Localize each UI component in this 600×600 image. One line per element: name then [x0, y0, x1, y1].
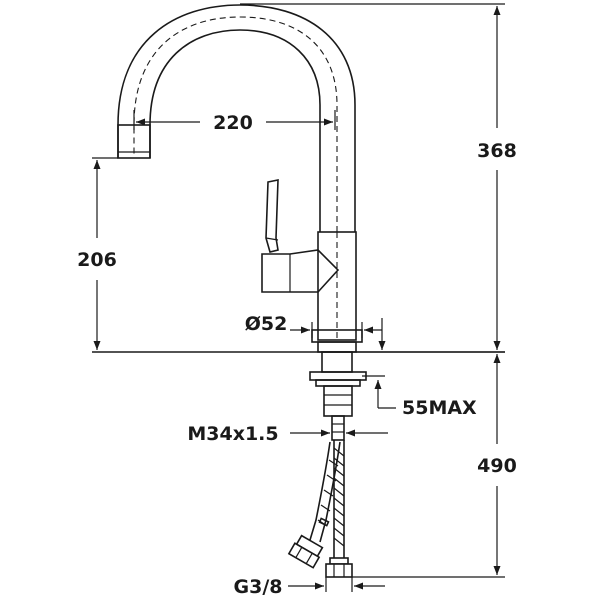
- dimension-hose-connection: G3/8: [234, 576, 385, 598]
- dimension-max-thickness: 55MAX: [362, 318, 477, 419]
- max-thickness-label: 55MAX: [402, 397, 477, 419]
- dimension-total-height: 368: [240, 3, 517, 350]
- hose-length-label: 490: [477, 455, 517, 477]
- faucet-outline: [117, 4, 363, 353]
- dimension-base-diameter: Ø52: [245, 313, 382, 338]
- fixing-assembly: [309, 351, 367, 441]
- spout-reach-label: 220: [213, 112, 253, 134]
- dimension-spout-reach: 220: [133, 110, 336, 134]
- spout-height-label: 206: [77, 249, 117, 271]
- base-diameter-label: Ø52: [245, 313, 288, 335]
- dimension-spout-height: 206: [77, 157, 118, 350]
- hose-connection-label: G3/8: [234, 576, 283, 598]
- dimension-thread: M34x1.5: [187, 423, 388, 445]
- total-height-label: 368: [477, 140, 517, 162]
- thread-size-label: M34x1.5: [187, 423, 278, 445]
- supply-hoses: [287, 440, 353, 578]
- dimension-hose-length: 490: [352, 351, 517, 578]
